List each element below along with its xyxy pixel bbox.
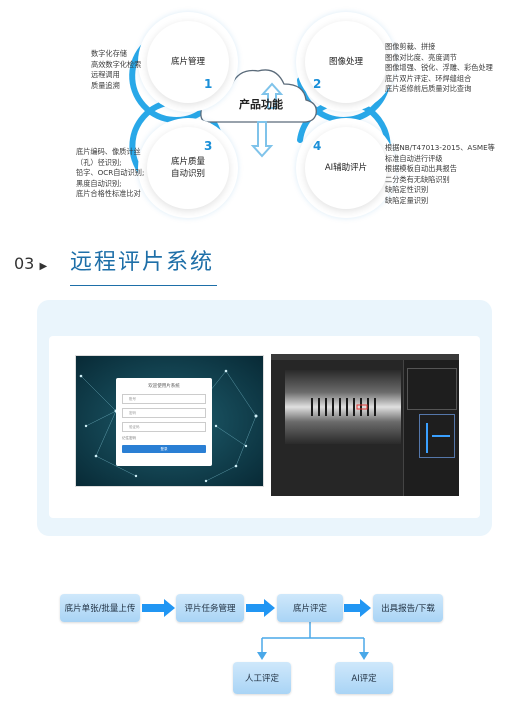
list-item: 远程调用	[91, 70, 120, 80]
module-circle-1: 底片管理	[138, 12, 238, 112]
list-item: （孔）径识别;	[76, 157, 122, 167]
module-4-items: 根据NB/T47013-2015、ASME等 标准自动进行评级 根据模板自动出具…	[385, 143, 495, 207]
xray-titlebar	[271, 354, 459, 360]
flow-step-task-management: 评片任务管理	[176, 594, 244, 622]
cloud-arrows	[250, 82, 284, 158]
section-title: 远程评片系统	[70, 250, 215, 275]
xray-histogram	[419, 414, 455, 458]
list-item: 底片双片评定、环焊缝组合	[385, 73, 472, 83]
weld-markers	[311, 398, 376, 416]
flow-step-report: 出具报告/下载	[373, 594, 443, 622]
remember-checkbox[interactable]: 记住密码	[122, 436, 136, 440]
section-underline	[70, 285, 217, 286]
module-title: AI辅助评片	[324, 163, 368, 173]
username-field[interactable]: 账号	[122, 394, 206, 404]
section-number: 03 ▶	[14, 254, 48, 273]
module-circle-2: 图像处理	[296, 12, 396, 112]
module-number: 2	[313, 77, 322, 91]
list-item: 图像剪裁、拼接	[385, 42, 436, 51]
password-field[interactable]: 密码	[122, 408, 206, 418]
list-item: 高效数字化检索	[91, 59, 142, 69]
module-number: 3	[204, 139, 213, 153]
login-button[interactable]: 登录	[122, 445, 206, 453]
list-item: 根据NB/T47013-2015、ASME等	[385, 143, 495, 152]
module-3-items: 底片编码、像质计丝 （孔）径识别; 铅字、OCR自动识别; 黑度自动识别; 底片…	[76, 147, 144, 200]
module-1-items: 数字化存储 高效数字化检索 远程调用 质量追溯	[91, 49, 141, 91]
login-screenshot: 欢迎使用片系统 账号 密码 验证码 记住密码 登录	[75, 355, 264, 487]
list-item: 缺陷定性识别	[385, 185, 429, 195]
list-item: 图像对比度、亮度调节	[385, 52, 457, 62]
module-title-line: 自动识别	[170, 169, 205, 179]
list-item: 底片返修前后质量对比查询	[385, 84, 472, 94]
xray-parameters	[407, 368, 457, 410]
flow-branch-manual: 人工评定	[233, 662, 291, 694]
flow-step-upload: 底片单张/批量上传	[60, 594, 140, 622]
login-title: 欢迎使用片系统	[148, 384, 180, 389]
module-title: 底片管理	[170, 57, 205, 67]
module-2-items: 图像剪裁、拼接 图像对比度、亮度调节 图像增强、锐化、浮雕、彩色处理 底片双片评…	[385, 42, 493, 95]
list-item: 缺陷定量识别	[385, 195, 429, 205]
xray-screenshot	[271, 354, 459, 496]
flow-branch-ai: AI评定	[335, 662, 393, 694]
module-circle-3: 底片质量自动识别	[138, 118, 238, 218]
flow-connectors	[142, 599, 371, 660]
login-form: 欢迎使用片系统 账号 密码 验证码 记住密码 登录	[116, 378, 212, 466]
list-item: 铅字、OCR自动识别;	[76, 168, 145, 178]
list-item: 质量追溯	[91, 80, 120, 90]
list-item: 数字化存储	[91, 49, 127, 58]
center-label: 产品功能	[239, 98, 283, 111]
captcha-field[interactable]: 验证码	[122, 422, 206, 432]
module-circle-4: AI辅助评片	[296, 118, 396, 218]
module-number: 1	[204, 77, 213, 91]
xray-side-panel	[403, 360, 459, 496]
flow-step-evaluation: 底片评定	[277, 594, 343, 622]
xray-film-image	[285, 370, 401, 444]
section-arrow-icon: ▶	[39, 261, 48, 272]
list-item: 底片合格性标准比对	[76, 189, 141, 199]
list-item: 标准自动进行评级	[385, 153, 443, 163]
module-title-line: 底片质量	[170, 157, 205, 167]
list-item: 底片编码、像质计丝	[76, 147, 141, 156]
list-item: 根据模板自动出具报告	[385, 164, 457, 174]
list-item: 二分类有无缺陷识别	[385, 174, 450, 184]
module-title: 图像处理	[328, 57, 363, 67]
list-item: 黑度自动识别;	[76, 178, 122, 188]
list-item: 图像增强、锐化、浮雕、彩色处理	[385, 63, 493, 73]
module-number: 4	[313, 139, 322, 153]
